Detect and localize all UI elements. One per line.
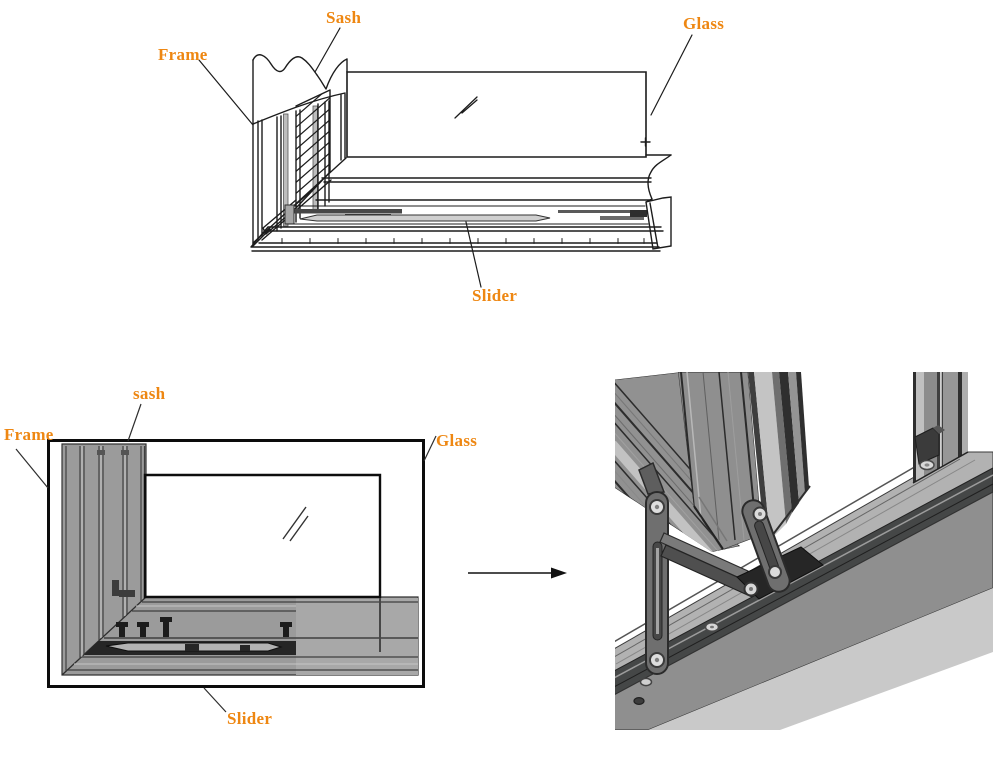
- label-glass-top: Glass: [683, 14, 725, 33]
- glass-pane-corner: [143, 473, 382, 652]
- label-sash-top: Sash: [326, 8, 362, 27]
- sill-end-cap: [645, 196, 672, 250]
- leader-glass: [650, 34, 693, 116]
- hinge-mechanism: [633, 461, 824, 705]
- top-section-drawing: [198, 27, 693, 288]
- corner-detail-drawing: [15, 403, 437, 713]
- label-frame-top: Frame: [158, 45, 208, 64]
- rivet: [768, 565, 782, 579]
- label-slider-corner: Slider: [227, 709, 273, 728]
- transition-arrow: [468, 567, 567, 579]
- hardware-photo: [615, 372, 993, 730]
- leader-lines-top: [198, 27, 693, 288]
- leader-glass: [423, 435, 437, 462]
- label-glass-corner: Glass: [436, 431, 478, 450]
- slider-track-top: [284, 204, 649, 225]
- frame-sill: [250, 226, 664, 252]
- bottom-track: [615, 451, 993, 730]
- corner-bracket: [914, 427, 940, 465]
- hinge-link-lower: [660, 544, 758, 598]
- label-sash-corner: sash: [133, 384, 166, 403]
- slider-track-detail: [84, 641, 296, 655]
- leader-frame: [198, 59, 254, 126]
- leader-sash: [127, 403, 142, 442]
- label-frame-corner: Frame: [4, 425, 54, 444]
- leader-slider: [465, 221, 482, 288]
- track-screw: [633, 696, 645, 705]
- leader-slider: [203, 687, 227, 713]
- sash-stile-tilted: [678, 372, 762, 550]
- leader-frame: [15, 448, 49, 489]
- track-screw: [639, 677, 653, 687]
- glass-edge-strips: [748, 372, 811, 546]
- leader-sash: [314, 27, 341, 73]
- jamb-break-line: [252, 54, 318, 76]
- leader-lines-corner: [15, 403, 437, 713]
- label-slider-top: Slider: [472, 286, 518, 305]
- track-bolts: [116, 617, 292, 637]
- glass-pane-top: [346, 71, 651, 158]
